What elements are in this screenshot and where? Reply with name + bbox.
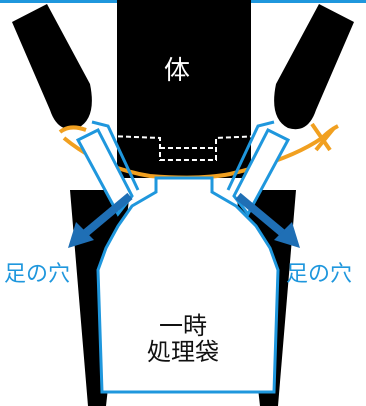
bag-label-line1: 一時: [159, 312, 207, 340]
right-arrow: [235, 192, 300, 248]
waistband-dashed: [109, 135, 261, 161]
tie-string-loop: [58, 122, 336, 152]
torso: [117, 0, 251, 178]
right-bag-flap-inner: [226, 120, 275, 191]
left-arrow: [68, 192, 133, 248]
left-bag-flap-inner: [91, 120, 140, 191]
bag-label-line2: 処理袋: [147, 338, 219, 366]
right-arm: [274, 4, 354, 130]
right-bag-flap: [232, 127, 291, 217]
left-arm: [12, 4, 92, 130]
leg-hole-left-label: 足の穴: [4, 262, 71, 287]
bag: [96, 176, 280, 394]
leg-hole-right-label: 足の穴: [286, 262, 353, 287]
body-label: 体: [164, 56, 191, 86]
left-bag-flap: [75, 127, 134, 217]
